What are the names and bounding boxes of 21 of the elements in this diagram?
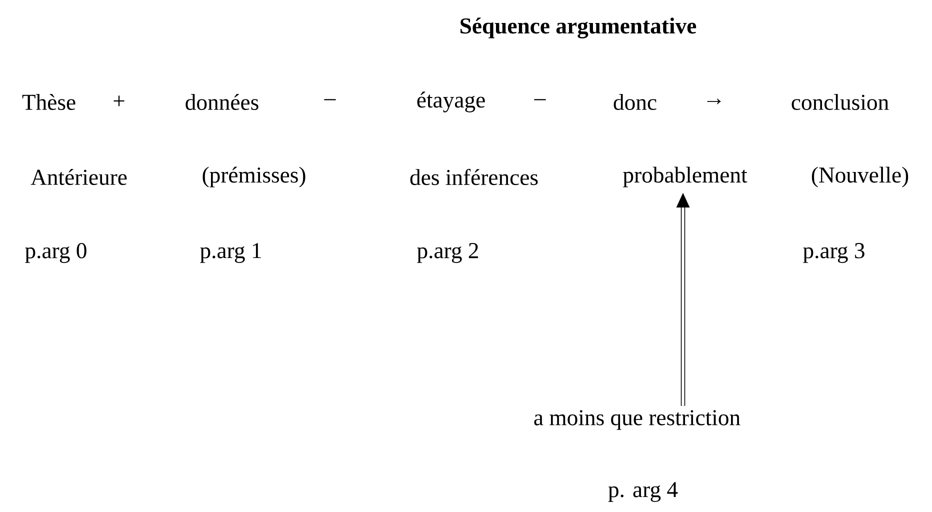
term-text: – [324, 99, 336, 100]
term-text: données [186, 94, 258, 110]
term-text: p.arg 3 [803, 243, 864, 263]
term-text: p.arg 0 [25, 243, 86, 263]
term-text: a moins que restriction [534, 410, 740, 430]
term-text: Thèse [22, 94, 76, 110]
term-text: p. arg 4 [608, 482, 678, 502]
term-text: probablement [623, 166, 748, 188]
term-text: + [114, 96, 124, 106]
title: Séquence argumentative [460, 18, 696, 38]
term-text: (Nouvelle) [812, 166, 908, 188]
term-text: donc [614, 94, 656, 110]
term-text: Antérieure [30, 169, 127, 185]
term-text: étayage [417, 92, 485, 112]
term-text: conclusion [792, 94, 889, 110]
term-text: des inférences [410, 168, 538, 186]
term-text: – [534, 99, 546, 100]
term-text: (prémisses) [202, 166, 306, 188]
term-text: p.arg 1 [200, 243, 261, 263]
term-text: → [707, 98, 721, 104]
term-text: p.arg 2 [417, 243, 478, 263]
